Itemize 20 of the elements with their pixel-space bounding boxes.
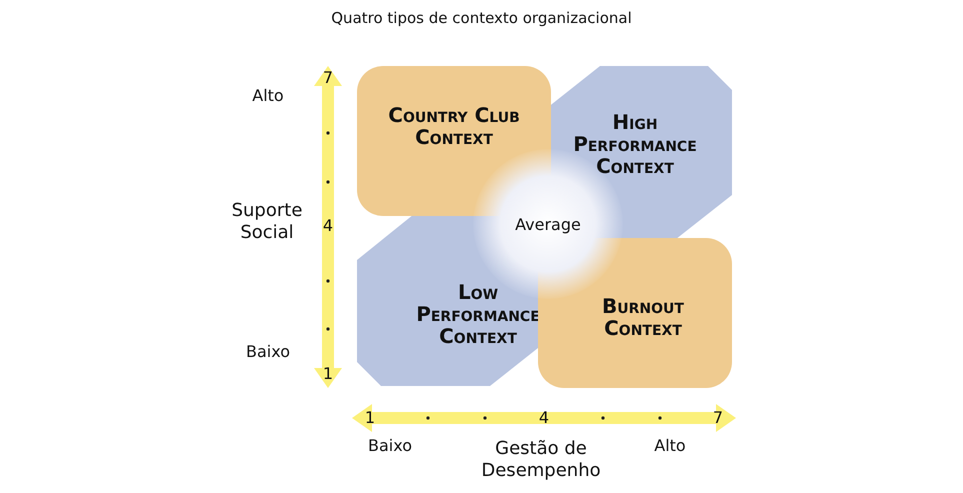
axis-end-label: Baixo — [367, 436, 413, 455]
quadrant-box — [538, 238, 732, 388]
quadrant-title: Low Performance Context — [415, 281, 541, 347]
axis-title: Gestão de Desempenho — [480, 438, 602, 482]
axis-number: 4 — [322, 216, 334, 235]
axis-number: 4 — [538, 408, 550, 427]
axis-end-label: Alto — [653, 436, 687, 455]
axis-number: 7 — [712, 408, 724, 427]
axis-end-label: Baixo — [245, 342, 291, 361]
axis-number: 7 — [322, 68, 334, 87]
quadrant-box — [357, 66, 551, 216]
axis-number: 1 — [322, 364, 334, 383]
center-label: Average — [514, 214, 582, 236]
axis-end-label: Alto — [251, 86, 285, 105]
chart-title: Quatro tipos de contexto organizacional — [330, 9, 633, 27]
axis-title: Suporte Social — [230, 200, 304, 244]
quadrant-title: Country Club Context — [387, 104, 521, 148]
quadrant-title: High Performance Context — [572, 111, 698, 177]
axis-number: 1 — [364, 408, 376, 427]
quadrant-title: Burnout Context — [601, 295, 685, 339]
